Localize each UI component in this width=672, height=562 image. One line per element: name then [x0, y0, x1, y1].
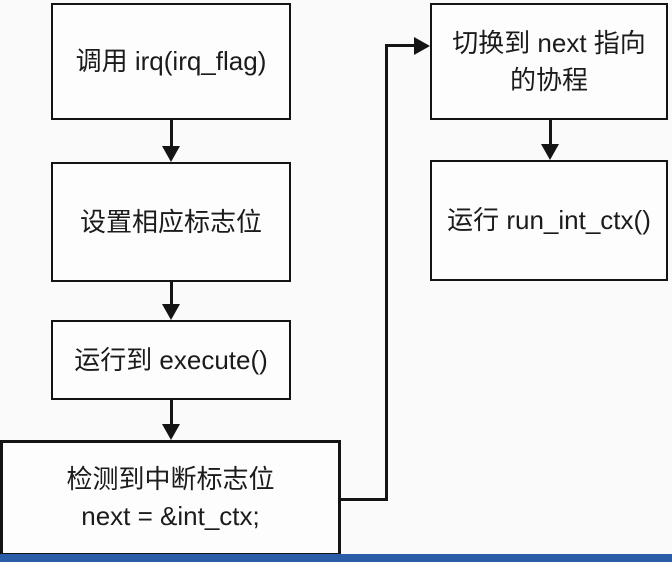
connector-line — [170, 400, 173, 426]
connector-line — [549, 120, 552, 146]
flow-node-detect-interrupt: 检测到中断标志位 next = &int_ctx; — [0, 440, 341, 556]
connector-line — [385, 44, 416, 47]
node-text: 调用 irq(irq_flag) — [75, 46, 267, 76]
node-text: 的协程 — [509, 64, 588, 95]
node-text: 运行到 execute() — [74, 344, 268, 375]
connector-line — [341, 498, 388, 501]
node-text: 运行 run_int_ctx() — [447, 205, 651, 235]
node-text: 切换到 next 指向 — [452, 27, 646, 58]
flow-node-run-int-ctx: 运行 run_int_ctx() — [430, 160, 668, 281]
arrowhead-right-icon — [414, 37, 430, 55]
bottom-accent-bar — [0, 554, 672, 562]
node-text: 检测到中断标志位 — [66, 464, 275, 494]
arrowhead-down-icon — [162, 146, 180, 162]
connector-line — [170, 282, 173, 306]
connector-line — [170, 120, 173, 148]
flow-node-set-flag: 设置相应标志位 — [51, 162, 291, 282]
connector-line — [385, 44, 388, 501]
arrowhead-down-icon — [162, 304, 180, 320]
node-text: next = &int_ctx; — [81, 501, 260, 531]
arrowhead-down-icon — [162, 424, 180, 440]
arrowhead-down-icon — [541, 144, 559, 160]
flow-node-run-execute: 运行到 execute() — [51, 320, 291, 400]
flow-node-switch-next: 切换到 next 指向 的协程 — [430, 3, 668, 120]
node-text: 设置相应标志位 — [79, 206, 262, 237]
flow-node-call-irq: 调用 irq(irq_flag) — [51, 3, 291, 120]
